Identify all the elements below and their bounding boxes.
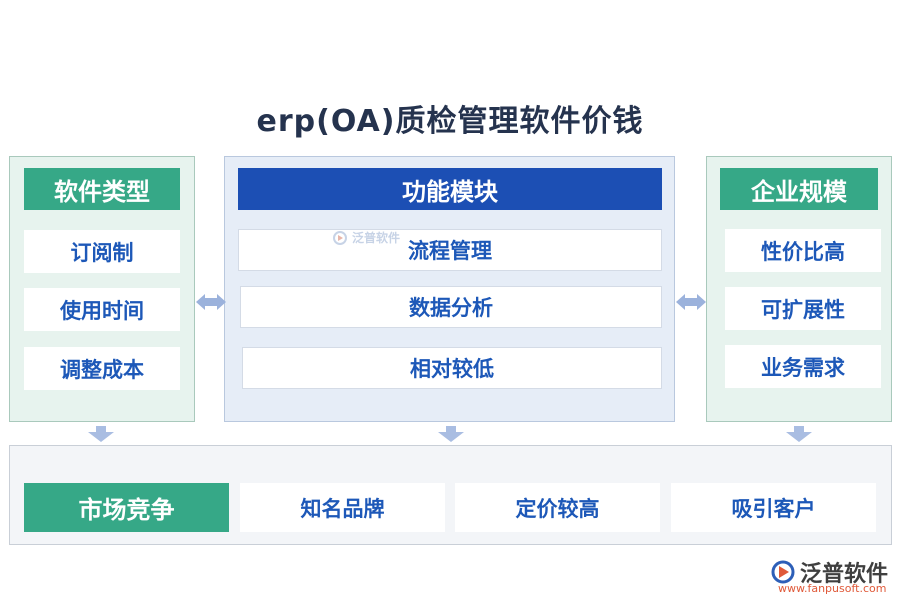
down-arrow-icon: [438, 426, 464, 442]
logo-url[interactable]: www.fanpusoft.com: [778, 582, 887, 595]
down-arrow-icon: [786, 426, 812, 442]
function-module-header: 功能模块: [238, 168, 662, 210]
double-arrow-icon: [196, 292, 226, 312]
page-title: erp(OA)质检管理软件价钱: [256, 104, 644, 139]
logo-name: 泛普软件: [800, 562, 889, 587]
function-module-item: 数据分析: [240, 286, 662, 328]
market-competition-header: 市场竞争: [24, 483, 229, 532]
software-type-item: 使用时间: [24, 288, 180, 331]
software-type-item: 调整成本: [24, 347, 180, 390]
market-competition-item: 吸引客户: [671, 483, 876, 532]
company-scale-item: 可扩展性: [725, 287, 881, 330]
function-module-item: 流程管理: [238, 229, 662, 271]
company-scale-item: 性价比高: [725, 229, 881, 272]
watermark: 泛普软件: [332, 229, 400, 246]
double-arrow-icon: [676, 292, 706, 312]
company-scale-item: 业务需求: [725, 345, 881, 388]
company-scale-header: 企业规模: [720, 168, 878, 210]
brand-logo: 泛普软件: [770, 556, 888, 588]
software-type-item: 订阅制: [24, 230, 180, 273]
fanpu-logo-icon: [333, 230, 347, 245]
market-competition-item: 定价较高: [455, 483, 660, 532]
down-arrow-icon: [88, 426, 114, 442]
watermark-text: 泛普软件: [352, 231, 401, 245]
fanpu-logo-icon: [771, 560, 795, 584]
market-competition-item: 知名品牌: [240, 483, 445, 532]
software-type-header: 软件类型: [24, 168, 180, 210]
function-module-item: 相对较低: [242, 347, 662, 389]
